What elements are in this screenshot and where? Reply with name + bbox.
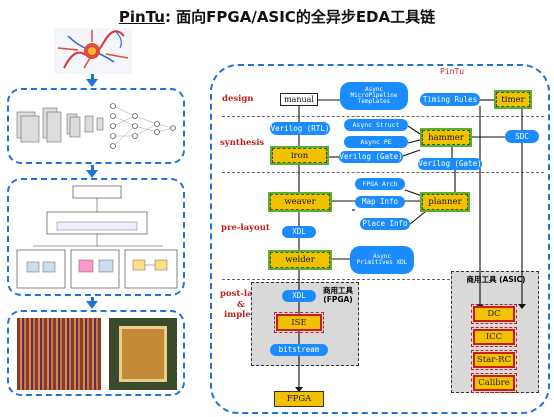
neuron-illustration: [54, 28, 132, 74]
page-title: PinTu: 面向FPGA/ASIC的全异步EDA工具链: [0, 6, 554, 27]
pintu-frame-label: PinTu: [440, 67, 465, 76]
node-sdc: SDC: [505, 130, 539, 143]
chip-package-photo: [109, 318, 177, 390]
arrow-down-3: [86, 301, 98, 309]
node-verilog-gate-2: Verilog (Gate): [418, 158, 482, 170]
node-xdl-2: XDL: [282, 290, 316, 302]
arrow-stem-2: [91, 165, 94, 171]
panel-async-controller: [7, 178, 185, 296]
node-bitstream: bitstream: [270, 344, 328, 356]
stage-amp: &: [237, 300, 245, 310]
node-welder: welder: [268, 250, 332, 270]
divider-3: [222, 279, 450, 280]
node-iron: iron: [270, 146, 329, 165]
node-ise: ISE: [274, 312, 324, 333]
arrow-stem-1: [91, 74, 94, 80]
node-planner: planner: [420, 192, 470, 212]
asic-tools-label: 商用工具 (ASIC): [466, 275, 526, 284]
title-prefix: PinTu: [118, 8, 165, 26]
schematic-diagram: [16, 185, 178, 289]
node-dc: DC: [471, 304, 517, 324]
node-async-primitives: Async Primitives XDL: [350, 246, 414, 274]
stage-implement: implement: [224, 310, 276, 320]
node-calibre: Calibre: [471, 373, 517, 393]
pintu-frame: [210, 64, 550, 414]
arrow-down-2: [86, 170, 98, 178]
node-fpga-arch: FPGA Arch: [355, 178, 405, 190]
stage-design: design: [222, 94, 254, 104]
node-verilog-gate-1: Verilog (Gate): [339, 151, 403, 163]
cnn-diagram: [16, 103, 176, 149]
node-manual: manual: [280, 93, 318, 106]
arrow-stem-3: [91, 297, 94, 302]
node-verilog-rtl: Verilog (RTL): [270, 122, 330, 135]
node-fpga: FPGA: [274, 391, 324, 407]
stage-synthesis: synthesis: [220, 138, 265, 148]
divider-2: [222, 172, 544, 173]
panel-chip-photos: [7, 310, 185, 396]
arrow-down-1: [86, 79, 98, 87]
panel-neural-network: [7, 88, 185, 164]
node-star-rc: Star-RC: [471, 350, 517, 370]
node-async-struct: Async Struct: [344, 119, 408, 131]
title-rest: : 面向FPGA/ASIC的全异步EDA工具链: [164, 8, 436, 26]
node-timing-rules: Timing Rules: [420, 93, 480, 106]
node-place-info: Place Info: [360, 218, 410, 230]
node-timer: timer: [494, 90, 532, 109]
stage-pre-layout: pre-layout: [221, 223, 270, 233]
node-weaver: weaver: [268, 192, 332, 212]
node-xdl-1: XDL: [282, 226, 316, 238]
fpga-tools-label: 商用工具 (FPGA): [323, 286, 353, 304]
node-async-pe: Async PE: [344, 136, 408, 148]
stage-post-layout: post-layout: [220, 289, 274, 299]
node-map-info: Map Info: [355, 196, 405, 208]
node-async-templates: Async MicroPipeline Templates: [340, 82, 408, 110]
node-icc: ICC: [471, 327, 517, 347]
fpga-die-photo: [17, 318, 101, 390]
node-hammer: hammer: [420, 128, 472, 147]
divider-1: [222, 116, 544, 117]
